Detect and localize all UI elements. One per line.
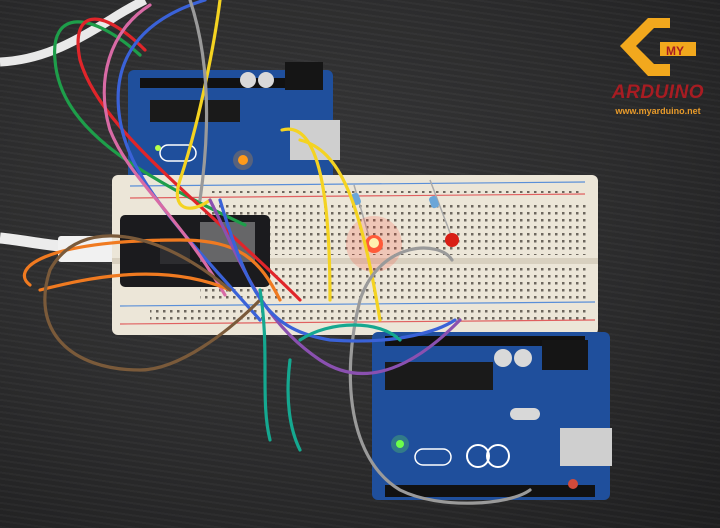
bottom-arduino-board bbox=[372, 332, 612, 500]
top-arduino-board bbox=[128, 62, 340, 200]
usb-cable-top bbox=[0, 0, 148, 67]
myarduino-watermark: MY ARDUINO www.myarduino.net bbox=[608, 14, 708, 124]
watermark-brand-text: ARDUINO bbox=[611, 82, 705, 103]
led-lit bbox=[346, 216, 402, 272]
myarduino-emblem-icon bbox=[620, 18, 696, 76]
jumper-wires bbox=[22, 0, 532, 505]
watermark-url-text: www.myarduino.net bbox=[615, 106, 701, 116]
led-off bbox=[445, 233, 459, 247]
watermark-my-text: MY bbox=[666, 44, 684, 58]
resistor-2 bbox=[429, 179, 453, 239]
